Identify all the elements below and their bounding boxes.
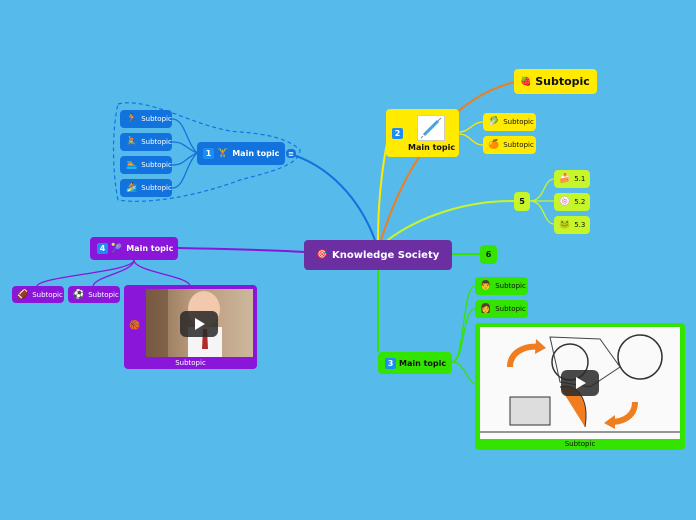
main-topic-4[interactable]: 4 🎾 Main topic <box>90 237 178 260</box>
subtopic-1-1[interactable]: 🏃Subtopic <box>120 110 172 128</box>
subtopic-label: 5.2 <box>574 198 586 206</box>
woman-icon: 👩 <box>480 304 492 314</box>
video-caption: Subtopic <box>175 359 206 367</box>
central-topic[interactable]: 🎯 Knowledge Society <box>304 240 452 270</box>
main-topic-6[interactable]: 6 <box>480 245 497 264</box>
cake-icon: 🍰 <box>559 174 571 184</box>
subtopic-1-3[interactable]: 🏊Subtopic <box>120 156 172 174</box>
subtopic-label: Subtopic <box>141 115 172 123</box>
subtopic-label: Subtopic <box>503 141 534 149</box>
note-icon[interactable]: ≡ <box>286 149 296 158</box>
lettuce-icon: 🥬 <box>488 117 500 127</box>
subtopic-1-2[interactable]: 🚴Subtopic <box>120 133 172 151</box>
play-button[interactable] <box>561 370 599 396</box>
video-thumbnail[interactable] <box>146 289 253 357</box>
subtopic-1-4[interactable]: 🏄Subtopic <box>120 179 172 197</box>
strawberry-icon: 🍓 <box>520 76 532 87</box>
basketball-icon: 🏀 <box>129 321 141 331</box>
main-topic-1[interactable]: 1 🏋 Main topic <box>197 142 285 165</box>
syringe-icon <box>417 115 445 141</box>
video-thumbnail[interactable] <box>480 327 680 439</box>
number-badge: 3 <box>385 357 396 369</box>
subtopic-label: Subtopic <box>141 161 172 169</box>
subtopic-3-1[interactable]: 👨Subtopic <box>475 277 528 295</box>
subtopic-4-1[interactable]: 🏈Subtopic <box>12 286 64 303</box>
subtopic-label: Subtopic <box>495 282 526 290</box>
surfer-icon: 🏄 <box>126 183 138 193</box>
man-icon: 👨 <box>480 281 492 291</box>
tennis-ball-icon: 🎾 <box>111 243 123 254</box>
number-badge: 2 <box>392 128 403 139</box>
subtopic-2-3[interactable]: 🍊Subtopic <box>483 136 536 154</box>
subtopic-3-video[interactable]: Subtopic <box>475 323 685 450</box>
video-caption: Subtopic <box>564 440 596 448</box>
subtopic-2-1[interactable]: 🍓Subtopic <box>514 69 597 94</box>
main-topic-2[interactable]: 2 Main topic <box>386 109 459 157</box>
main-topic-3[interactable]: 3 Main topic <box>378 352 452 374</box>
number-badge: 1 <box>203 148 214 159</box>
subtopic-3-2[interactable]: 👩Subtopic <box>475 300 528 318</box>
central-topic-label: Knowledge Society <box>331 249 440 261</box>
subtopic-label: Subtopic <box>495 305 526 313</box>
subtopic-5-1[interactable]: 🍰5.1 <box>554 170 590 188</box>
main-topic-1-label: Main topic <box>232 149 280 158</box>
main-topic-4-label: Main topic <box>126 244 174 253</box>
football-icon: 🏈 <box>17 289 29 300</box>
subtopic-2-2[interactable]: 🥬Subtopic <box>483 113 536 131</box>
soccer-ball-icon: ⚽ <box>73 289 85 300</box>
subtopic-label: Subtopic <box>503 118 534 126</box>
orange-icon: 🍊 <box>488 140 500 150</box>
subtopic-label: Subtopic <box>88 290 119 299</box>
main-topic-6-label: 6 <box>485 250 492 259</box>
swimmer-icon: 🏊 <box>126 160 138 170</box>
subtopic-4-video[interactable]: 🏀 Subtopic <box>124 285 257 369</box>
main-topic-2-label: Main topic <box>408 143 456 152</box>
target-icon: 🎯 <box>316 250 328 260</box>
subtopic-label: Subtopic <box>141 184 172 192</box>
main-topic-5[interactable]: 5 <box>514 192 530 211</box>
subtopic-label: 5.1 <box>574 175 586 183</box>
main-topic-5-label: 5 <box>519 197 525 206</box>
weightlifter-icon: 🏋 <box>217 148 229 159</box>
cyclist-icon: 🚴 <box>126 137 138 147</box>
subtopic-label: Subtopic <box>141 138 172 146</box>
subtopic-5-3[interactable]: 🐸5.3 <box>554 216 590 234</box>
frog-icon: 🐸 <box>559 220 571 230</box>
main-topic-3-label: Main topic <box>399 358 447 368</box>
play-button[interactable] <box>180 311 218 337</box>
subtopic-5-2[interactable]: 🍥5.2 <box>554 193 590 211</box>
subtopic-label: 5.3 <box>574 221 586 229</box>
subtopic-4-2[interactable]: ⚽Subtopic <box>68 286 120 303</box>
subtopic-label: Subtopic <box>535 75 590 88</box>
runner-icon: 🏃 <box>126 114 138 124</box>
subtopic-label: Subtopic <box>32 290 63 299</box>
number-badge: 4 <box>97 243 108 254</box>
fish-cake-icon: 🍥 <box>559 197 571 207</box>
